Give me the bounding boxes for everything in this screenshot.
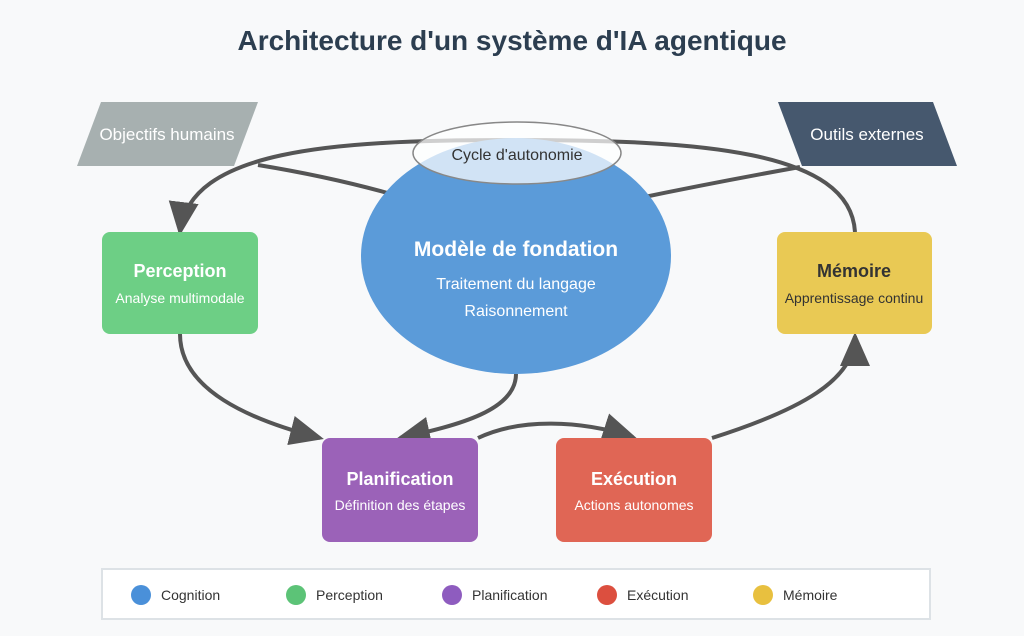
legend-label-memoire: Mémoire [783,587,838,603]
perception-title: Perception [133,261,226,281]
memory-title: Mémoire [817,261,891,281]
planning-subtitle: Définition des étapes [335,497,466,513]
legend-item-cognition: Cognition [131,585,220,605]
human-goals-input[interactable] [77,102,258,166]
legend-swatch-perception [286,585,306,605]
arrow-foundation-to-planning [396,373,518,447]
legend-swatch-cognition [131,585,151,605]
arrow-planning-to-execution [477,413,637,443]
cycle-label: Cycle d'autonomie [451,147,582,164]
perception-node[interactable] [102,232,258,334]
memory-node[interactable] [777,232,932,334]
legend-label-planification: Planification [472,587,548,603]
human-goals-label: Objectifs humains [99,125,234,144]
legend-item-memoire: Mémoire [753,585,838,605]
execution-subtitle: Actions autonomes [574,497,693,513]
cycle-label-ellipse [412,121,622,185]
legend-item-planification: Planification [442,585,548,605]
legend-swatch-memoire [753,585,773,605]
legend-label-perception: Perception [316,587,383,603]
page-title: Architecture d'un système d'IA agentique [237,25,786,56]
execution-title: Exécution [591,469,677,489]
legend-box [101,568,931,620]
perception-subtitle: Analyse multimodale [115,290,244,306]
planning-title: Planification [346,469,453,489]
foundation-model-node[interactable] [361,138,671,374]
external-tools-input[interactable] [778,102,957,166]
arrow-perception-to-planning [178,333,324,446]
external-tools-label: Outils externes [810,125,923,144]
legend-swatch-planification [442,585,462,605]
arrow-execution-to-memory [711,332,870,440]
foundation-model-line2: Raisonnement [464,303,568,320]
foundation-model-title: Modèle de fondation [414,238,618,261]
foundation-model-line1: Traitement du langage [436,276,596,293]
execution-node[interactable] [556,438,712,542]
planning-node[interactable] [322,438,478,542]
legend-item-perception: Perception [286,585,383,605]
legend-label-execution: Exécution [627,587,688,603]
memory-subtitle: Apprentissage continu [785,290,924,306]
legend-item-execution: Exécution [597,585,688,605]
legend-swatch-execution [597,585,617,605]
legend-label-cognition: Cognition [161,587,220,603]
